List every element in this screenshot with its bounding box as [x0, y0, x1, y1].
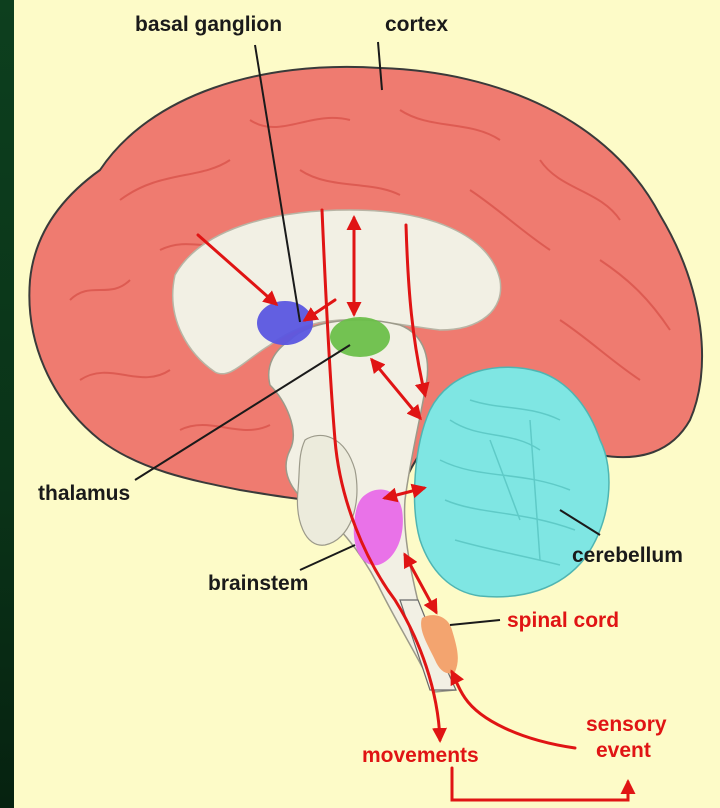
movements-label: movements: [362, 745, 479, 766]
thalamus-label: thalamus: [38, 483, 130, 504]
cortex-label: cortex: [385, 14, 448, 35]
spinal-cord-label: spinal cord: [507, 610, 619, 631]
cerebellum-label: cerebellum: [572, 545, 683, 566]
basal-ganglion-label: basal ganglion: [135, 14, 282, 35]
basal-ganglion-region: [257, 301, 313, 345]
sensory-pathway: [452, 672, 575, 748]
sensory-event-label-line1: sensory: [586, 714, 667, 735]
sensory-event-label-line2: event: [596, 740, 651, 761]
leader-spinal-cord: [450, 620, 500, 625]
feedback-loop: [452, 768, 628, 800]
brainstem-label: brainstem: [208, 573, 308, 594]
leader-brainstem: [300, 545, 355, 570]
